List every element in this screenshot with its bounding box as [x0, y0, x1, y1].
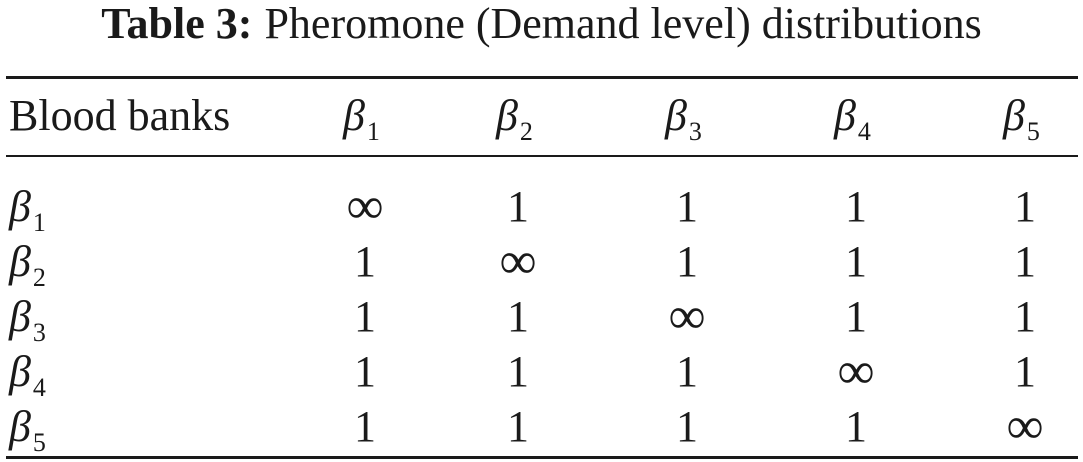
row-beta-4-symbol: β	[9, 347, 31, 396]
table-cell-r1-c4: 1	[845, 182, 867, 231]
row-beta-2-symbol: β	[9, 237, 31, 286]
row-beta-3-symbol: β	[9, 292, 31, 341]
header-beta-4-symbol: β	[834, 91, 856, 140]
table-cell-r3-c1: 1	[354, 292, 376, 341]
table-cell-r5-c5: ∞	[1006, 398, 1044, 455]
header-beta-1-symbol: β	[343, 91, 365, 140]
header-cell-beta-4: β4	[834, 91, 871, 147]
table-cell-r1-c5: 1	[1014, 182, 1036, 231]
table-cell-r3-c5: 1	[1014, 292, 1036, 341]
table-cell-r2-c4: 1	[845, 237, 867, 286]
table-header-rule	[6, 155, 1078, 157]
table-cell-r1-c1: ∞	[346, 178, 384, 235]
row-beta-3-subscript: 3	[32, 318, 46, 347]
table-caption-label: Table 3:	[101, 0, 253, 48]
header-cell-beta-1: β1	[343, 91, 380, 147]
header-beta-2-subscript: 2	[519, 117, 533, 146]
header-beta-3: β3	[665, 91, 702, 147]
row-beta-4-subscript: 4	[32, 373, 46, 402]
header-beta-3-subscript: 3	[688, 117, 702, 146]
header-cell-blood-banks: Blood banks	[9, 91, 231, 140]
header-beta-5-subscript: 5	[1026, 117, 1040, 146]
header-cell-beta-2: β2	[496, 91, 533, 147]
table-cell-r5-c1: 1	[354, 402, 376, 451]
table-caption: Table 3:Pheromone (Demand level) distrib…	[0, 0, 1083, 56]
row-label-beta-3: β3	[9, 292, 46, 348]
row-beta-5-symbol: β	[9, 402, 31, 451]
row-beta-2: β2	[9, 237, 46, 293]
row-beta-1-subscript: 1	[32, 208, 46, 237]
table-cell-r3-c4: 1	[845, 292, 867, 341]
table-cell-r4-c3: 1	[676, 347, 698, 396]
header-beta-5-symbol: β	[1003, 91, 1025, 140]
header-beta-4-subscript: 4	[857, 117, 871, 146]
table-cell-r2-c2: ∞	[499, 233, 537, 290]
table-cell-r1-c2: 1	[507, 182, 529, 231]
header-cell-beta-3: β3	[665, 91, 702, 147]
header-beta-2: β2	[496, 91, 533, 147]
table-top-rule	[6, 76, 1078, 79]
header-beta-5: β5	[1003, 91, 1040, 147]
table-cell-r3-c3: ∞	[668, 288, 706, 345]
row-beta-5: β5	[9, 402, 46, 458]
header-beta-2-symbol: β	[496, 91, 518, 140]
row-beta-4: β4	[9, 347, 46, 403]
row-beta-5-subscript: 5	[32, 428, 46, 457]
table-cell-r4-c4: ∞	[837, 343, 875, 400]
row-beta-1: β1	[9, 182, 46, 238]
table-cell-r3-c2: 1	[507, 292, 529, 341]
row-label-beta-4: β4	[9, 347, 46, 403]
table-cell-r5-c4: 1	[845, 402, 867, 451]
table-cell-r4-c1: 1	[354, 347, 376, 396]
table-cell-r4-c5: 1	[1014, 347, 1036, 396]
header-beta-4: β4	[834, 91, 871, 147]
header-beta-3-symbol: β	[665, 91, 687, 140]
table-cell-r2-c5: 1	[1014, 237, 1036, 286]
table-cell-r1-c3: 1	[676, 182, 698, 231]
row-label-beta-5: β5	[9, 402, 46, 458]
row-beta-3: β3	[9, 292, 46, 348]
row-beta-2-subscript: 2	[32, 263, 46, 292]
table-cell-r2-c1: 1	[354, 237, 376, 286]
table-cell-r5-c2: 1	[507, 402, 529, 451]
header-beta-1-subscript: 1	[366, 117, 380, 146]
row-beta-1-symbol: β	[9, 182, 31, 231]
table-bottom-rule	[6, 456, 1078, 459]
table-cell-r2-c3: 1	[676, 237, 698, 286]
row-label-beta-1: β1	[9, 182, 46, 238]
table-caption-text: Pheromone (Demand level) distributions	[264, 0, 982, 48]
table-cell-r4-c2: 1	[507, 347, 529, 396]
header-beta-1: β1	[343, 91, 380, 147]
table-cell-r5-c3: 1	[676, 402, 698, 451]
header-cell-beta-5: β5	[1003, 91, 1040, 147]
row-label-beta-2: β2	[9, 237, 46, 293]
